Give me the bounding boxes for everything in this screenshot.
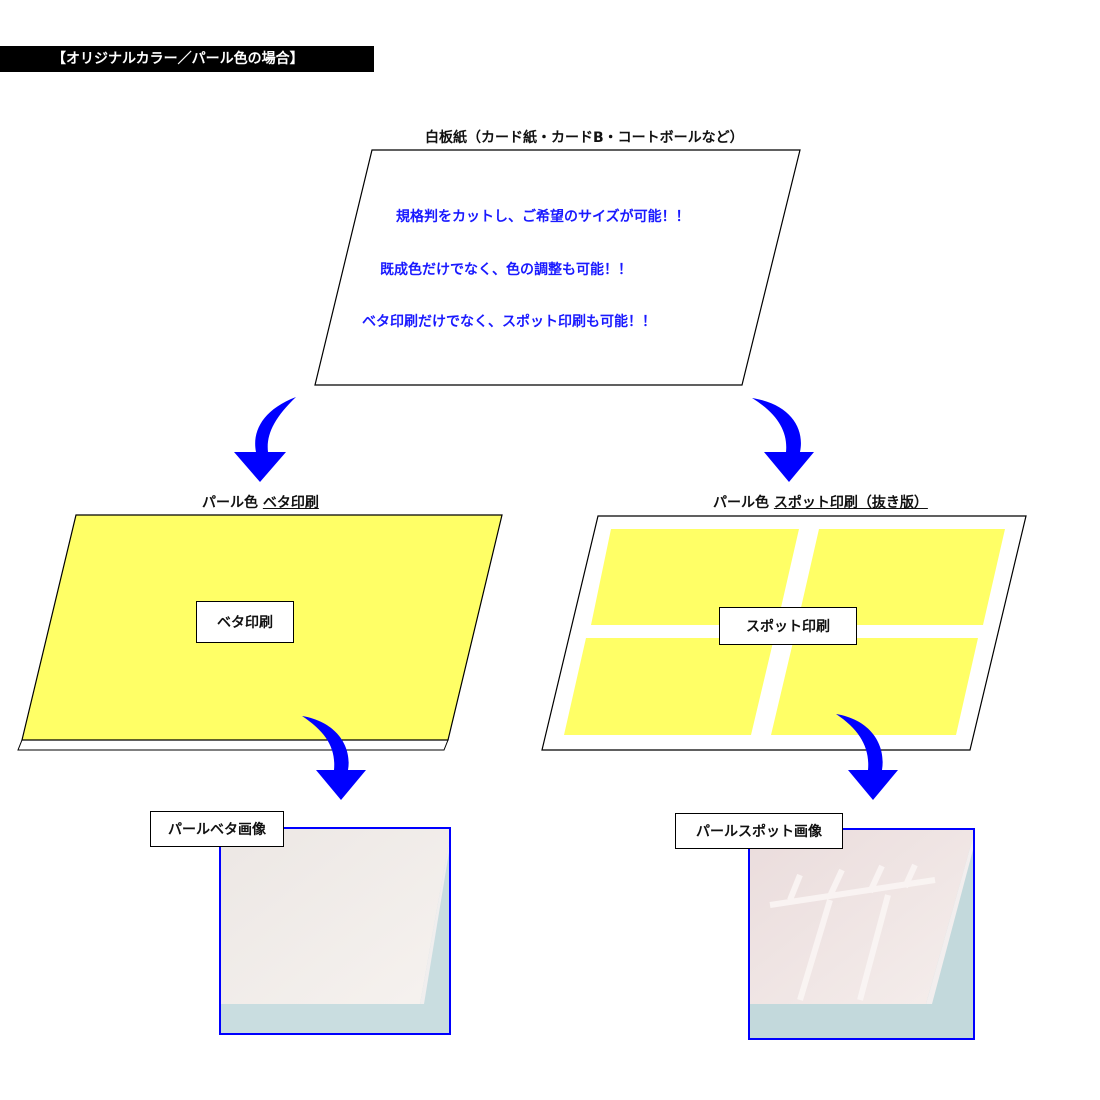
spot-photo-label: パールスポット画像 [675, 813, 843, 849]
caption-prefix: パール色 [202, 495, 258, 511]
spot-block-3 [564, 638, 774, 735]
caption-underlined: スポット印刷（抜き版） [773, 495, 928, 511]
spot-print-caption: パール色 スポット印刷（抜き版） [713, 492, 928, 512]
arrow-down-right-icon [752, 398, 814, 482]
note-cut-size: 規格判をカットし、ご希望のサイズが可能！！ [396, 209, 690, 225]
white-board-title: 白板紙（カード紙・カードB・コートボールなど） [425, 130, 744, 146]
note-spot-print: ベタ印刷だけでなく、スポット印刷も可能！！ [362, 314, 656, 330]
solid-print-caption: パール色 ベタ印刷 [202, 492, 319, 512]
note-color-adjust: 既成色だけでなく、色の調整も可能！！ [380, 262, 632, 278]
spot-block-2 [797, 529, 1005, 625]
arrow-to-solid-photo-icon [302, 716, 366, 800]
spot-block-4 [771, 638, 978, 735]
pearl-solid-photo [219, 827, 451, 1035]
page-header: 【オリジナルカラー／パール色の場合】 [0, 46, 374, 72]
arrow-to-spot-photo-icon [836, 714, 898, 800]
white-board-sheet [314, 149, 801, 386]
arrow-down-left-icon [234, 397, 296, 482]
solid-print-label: ベタ印刷 [196, 601, 294, 643]
solid-print-sheet-base [17, 739, 449, 751]
pearl-spot-photo [748, 828, 975, 1040]
spot-block-1 [591, 529, 799, 625]
caption-underlined: ベタ印刷 [262, 495, 319, 511]
caption-prefix: パール色 [713, 495, 769, 511]
solid-photo-label: パールベタ画像 [150, 811, 284, 847]
spot-print-label: スポット印刷 [719, 607, 857, 645]
